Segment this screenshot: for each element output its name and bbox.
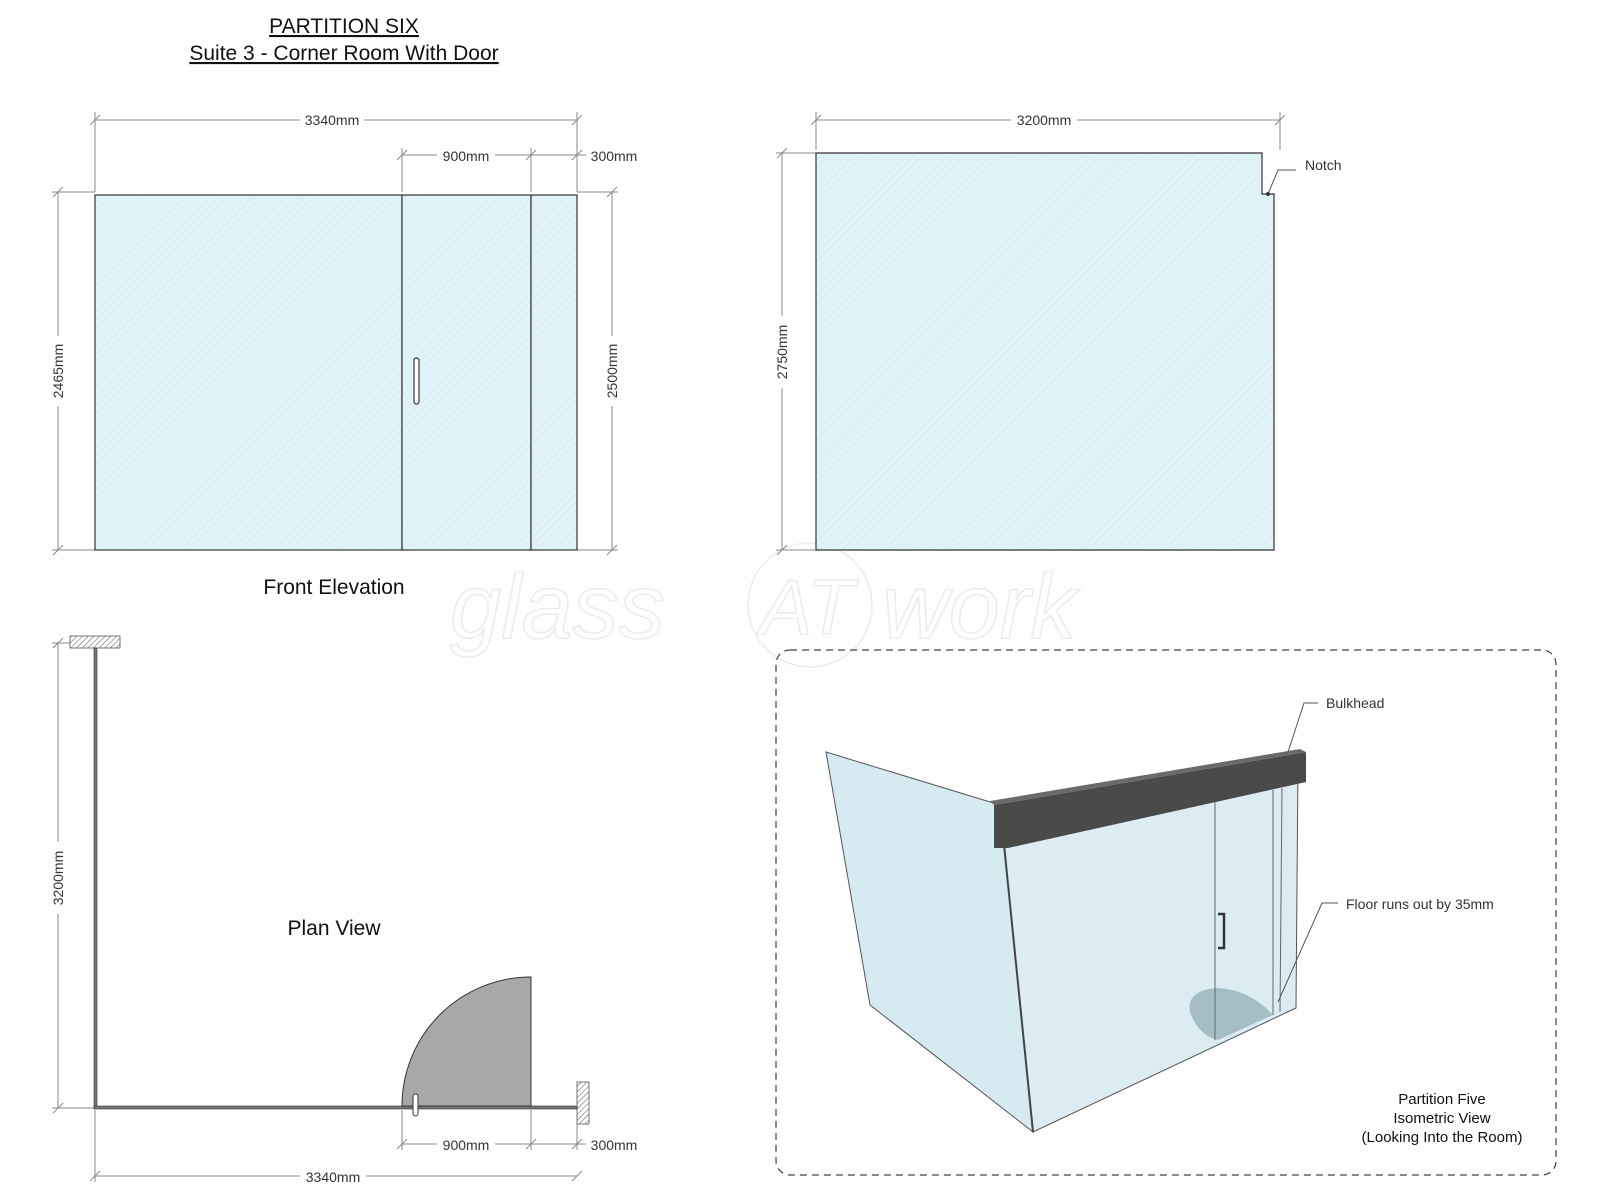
dim-total-width: 3340mm	[305, 112, 359, 128]
dim-height-left: 2465mm	[50, 344, 66, 398]
dim-tick	[525, 1138, 537, 1150]
iso-panel-edge	[1279, 787, 1283, 1013]
iso-floor-shadow	[1189, 988, 1273, 1040]
dim-label-bg	[437, 146, 495, 164]
side-glass-panel-notched	[815, 152, 1275, 551]
dim-label-bg	[773, 316, 791, 388]
dim-plan-door-width: 900mm	[443, 1137, 490, 1153]
notch-marker	[1266, 192, 1270, 196]
plan-front-glass	[93, 1105, 578, 1110]
front-elevation: 3340mm 900mm 300mm 2465mm 2500mm Front E	[49, 110, 642, 599]
bulkhead-leader-line	[1287, 702, 1318, 753]
dim-label-bg	[603, 336, 621, 406]
dim-label-bg	[586, 146, 642, 164]
dim-label-bg	[586, 1135, 642, 1153]
plan-view: 3200mm Plan View 900mm 300mm 3340mm	[49, 635, 642, 1185]
dim-side-height: 2750mm	[774, 325, 790, 379]
iso-corner-joint	[999, 804, 1034, 1133]
side-elevation: 3200mm 2750mm Notch	[773, 110, 1342, 556]
dim-tick	[52, 637, 64, 649]
dim-side-width: 300mm	[591, 148, 638, 164]
dim-tick	[571, 114, 583, 126]
dim-tick	[571, 149, 583, 161]
title-line-1: PARTITION SIX	[269, 15, 419, 38]
notch-callout: Notch	[1305, 157, 1342, 173]
dim-tick	[571, 1138, 583, 1150]
dim-tick	[571, 1170, 583, 1182]
plan-view-label: Plan View	[287, 917, 381, 940]
fixed-glass-panel	[94, 194, 403, 551]
dim-label-bg	[300, 110, 364, 128]
watermark-right: work	[882, 556, 1080, 658]
dim-label-bg	[49, 842, 67, 914]
dim-tick	[606, 186, 618, 198]
door-swing-arc	[401, 976, 532, 1107]
plan-side-glass	[93, 647, 98, 1109]
wall-hatch-right	[576, 1081, 590, 1125]
dim-tick	[396, 1138, 408, 1150]
bulkhead-callout: Bulkhead	[1326, 695, 1384, 711]
watermark-middle: AT	[756, 563, 859, 651]
dim-tick	[525, 149, 537, 161]
dim-label-bg	[49, 336, 67, 406]
isometric-view: Bulkhead Floor runs out by 35mm Partitio…	[775, 649, 1557, 1176]
isometric-frame	[775, 649, 1557, 1176]
door-handle-icon	[413, 357, 420, 405]
dim-tick	[52, 1102, 64, 1114]
dim-tick	[776, 544, 788, 556]
glass-door-panel	[401, 194, 532, 551]
iso-bulkhead-top	[990, 749, 1306, 805]
dim-tick	[89, 114, 101, 126]
dim-plan-side-width: 300mm	[591, 1137, 638, 1153]
plan-door-handle-icon	[412, 1093, 419, 1117]
dim-tick	[776, 147, 788, 159]
wall-hatch-top	[69, 635, 121, 649]
dim-tick	[1274, 114, 1286, 126]
watermark-circle	[747, 542, 873, 668]
dim-plan-depth: 3200mm	[50, 851, 66, 905]
dim-height-right: 2500mm	[604, 344, 620, 398]
floor-note-leader-line	[1277, 902, 1338, 1003]
drawing-title: PARTITION SIX Suite 3 - Corner Room With…	[189, 15, 498, 65]
watermark: glass AT work	[449, 542, 1081, 668]
notch-leader-line	[1267, 169, 1296, 195]
dim-side-width: 3200mm	[1017, 112, 1071, 128]
dim-tick	[396, 149, 408, 161]
dim-plan-total-width: 3340mm	[306, 1169, 360, 1185]
dim-label-bg	[437, 1135, 495, 1153]
iso-door-handle-icon	[1218, 912, 1226, 950]
iso-caption-line-1: Partition Five	[1398, 1091, 1486, 1108]
dim-tick	[810, 114, 822, 126]
iso-caption-line-3: (Looking Into the Room)	[1362, 1129, 1523, 1146]
dim-tick	[52, 186, 64, 198]
dim-label-bg	[300, 1167, 366, 1185]
side-glass-panel	[530, 194, 578, 551]
dim-tick	[606, 544, 618, 556]
title-line-2: Suite 3 - Corner Room With Door	[189, 42, 498, 65]
iso-bulkhead	[994, 752, 1306, 848]
watermark-left: glass	[450, 556, 665, 658]
floor-note-callout: Floor runs out by 35mm	[1346, 896, 1494, 912]
dim-label-bg	[1011, 110, 1077, 128]
dim-tick	[52, 544, 64, 556]
dim-tick	[89, 1170, 101, 1182]
dim-door-width: 900mm	[443, 148, 490, 164]
iso-caption-line-2: Isometric View	[1393, 1110, 1490, 1127]
front-elevation-label: Front Elevation	[263, 576, 404, 599]
